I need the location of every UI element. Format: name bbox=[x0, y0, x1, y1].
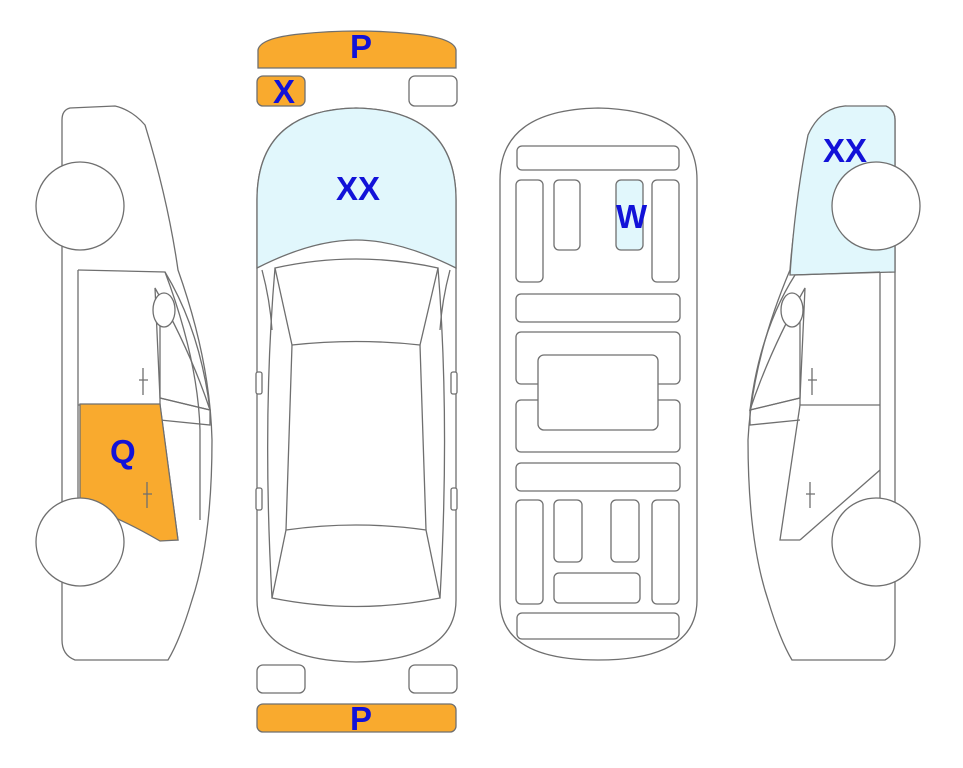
right-taillight bbox=[408, 664, 458, 694]
right-rear-wheel bbox=[831, 161, 921, 251]
hood-label: XX bbox=[336, 170, 380, 207]
left-headlight-label: X bbox=[273, 73, 295, 110]
rear-bumper-label: P bbox=[350, 700, 372, 737]
right-rear-quarter-label: XX bbox=[823, 132, 867, 169]
left-headlight bbox=[256, 75, 306, 107]
left-side-view: Q bbox=[35, 105, 213, 661]
right-front-wheel bbox=[831, 497, 921, 587]
interior-view: W bbox=[499, 107, 698, 661]
interior-rear-seat-label: W bbox=[616, 198, 648, 235]
hood bbox=[256, 107, 457, 270]
top-view: P X XX P bbox=[255, 28, 458, 737]
left-taillight bbox=[256, 664, 306, 694]
rear-seat-damage bbox=[615, 179, 644, 251]
right-side-view: XX bbox=[747, 105, 921, 661]
front-bumper-label: P bbox=[350, 28, 372, 65]
rear-left-door-label: Q bbox=[110, 433, 136, 470]
left-rear-wheel bbox=[35, 497, 125, 587]
left-front-wheel bbox=[35, 161, 125, 251]
front-bumper bbox=[257, 30, 457, 69]
rear-bumper bbox=[256, 703, 457, 733]
right-headlight bbox=[408, 75, 458, 107]
